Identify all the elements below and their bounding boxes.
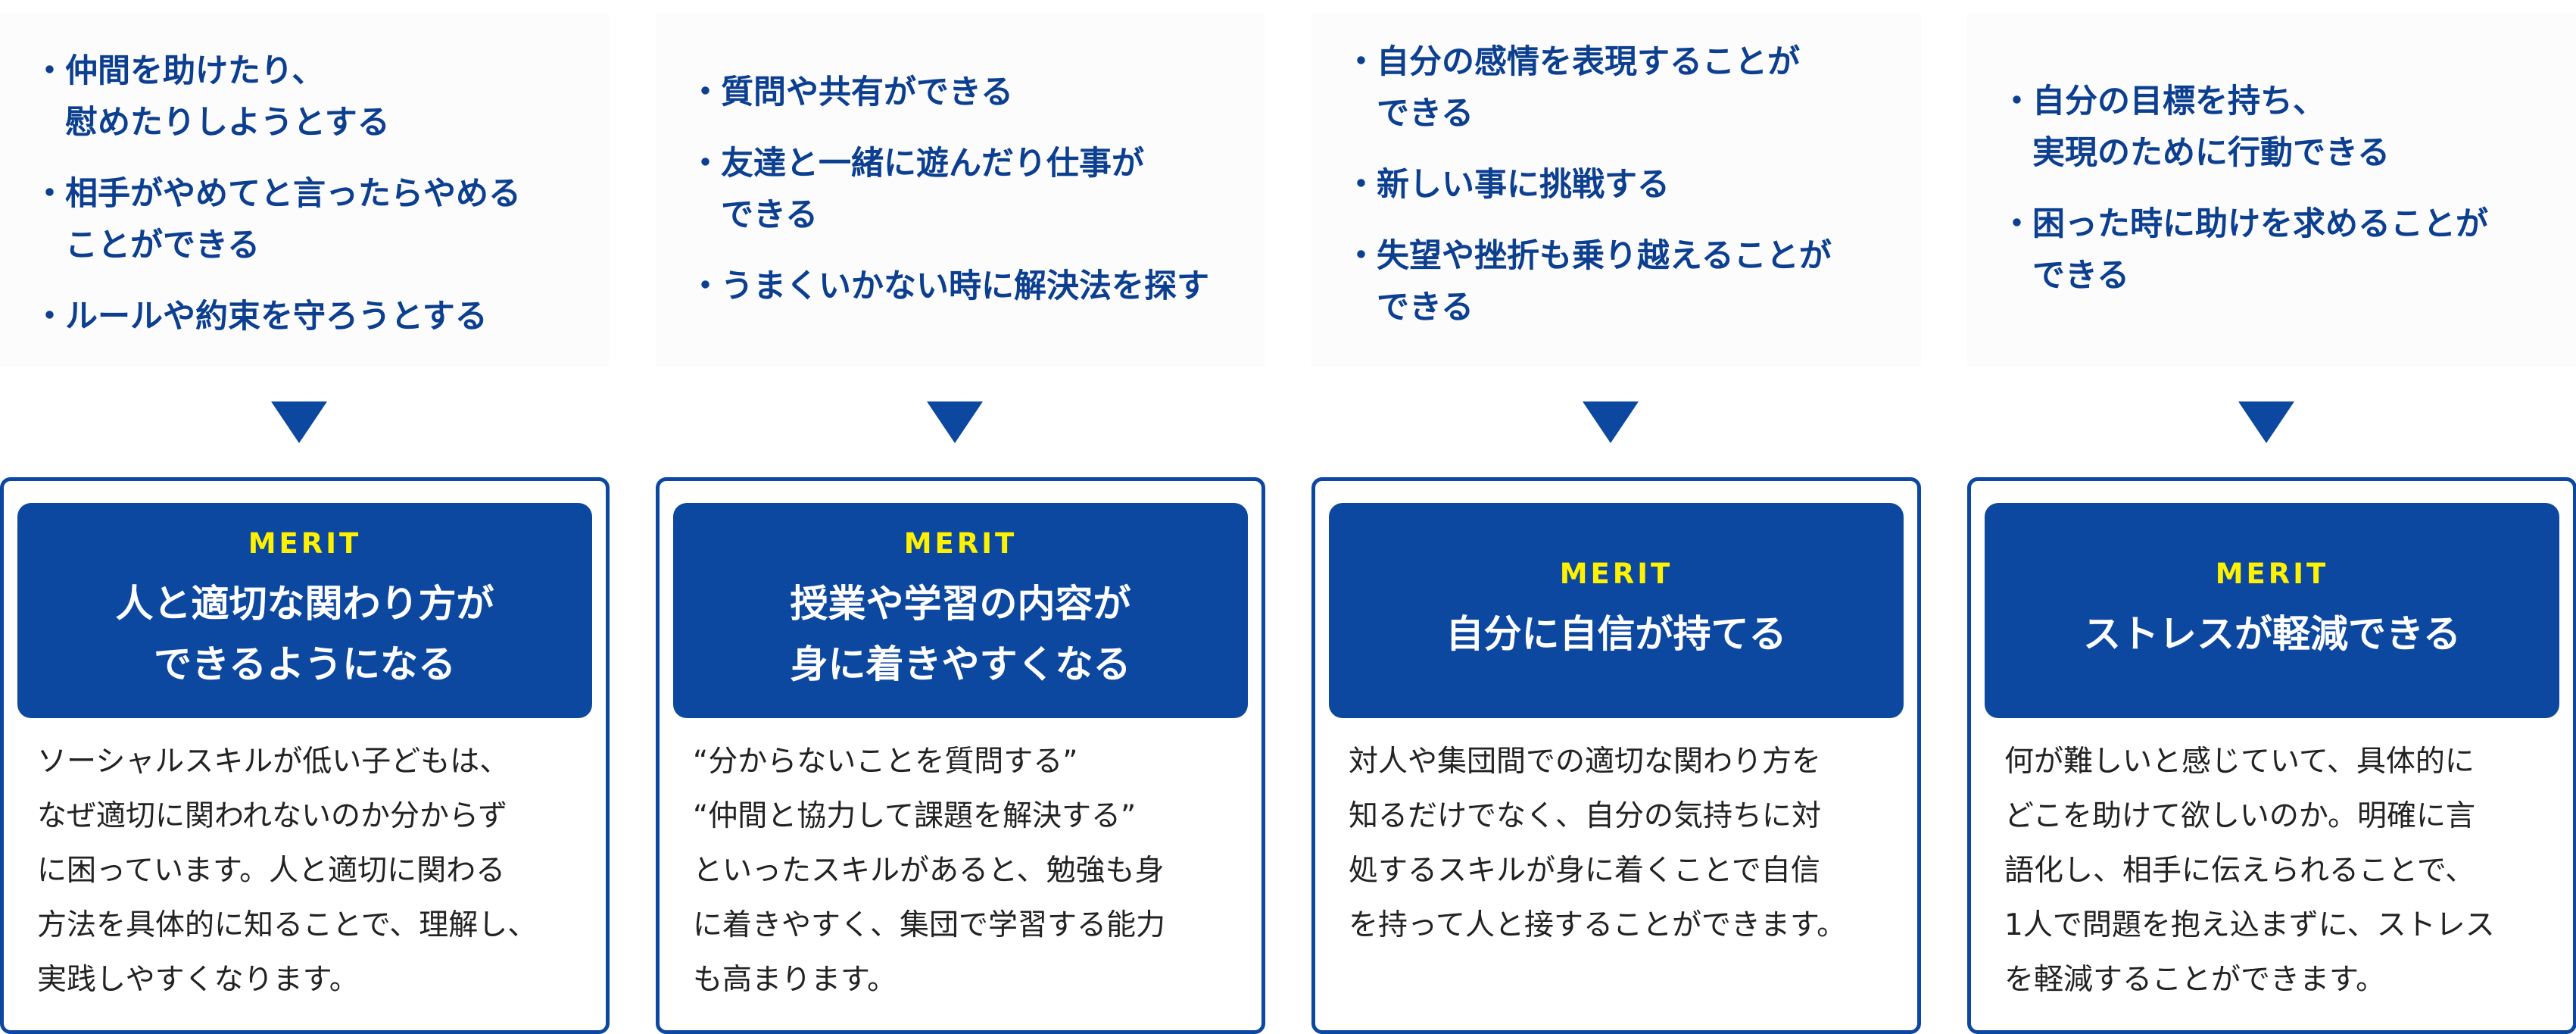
behavior-item: ルールや約束を守ろうとする [33,291,594,342]
behavior-list: 仲間を助けたり、 慰めたりしようとする 相手がやめてと言ったらやめる ことができ… [0,14,610,367]
down-arrow-icon [2238,401,2294,443]
behavior-item: 新しい事に挑戦する [1345,159,1906,211]
merit-label: MERIT [2215,557,2329,590]
merit-column-1: 仲間を助けたり、 慰めたりしようとする 相手がやめてと言ったらやめる ことができ… [0,0,610,1034]
merit-card-header: MERIT 自分に自信が持てる [1329,503,1904,718]
behavior-list: 自分の感情を表現することが できる 新しい事に挑戦する 失望や挫折も乗り越えるこ… [1311,14,1921,367]
behavior-item: 質問や共有ができる [689,67,1250,118]
merit-card: MERIT 自分に自信が持てる 対人や集団間での適切な関わり方を 知るだけでなく… [1311,477,1921,1034]
merit-card-header: MERIT ストレスが軽減できる [1985,503,2559,718]
down-arrow-icon [927,401,983,443]
behavior-list: 質問や共有ができる 友達と一緒に遊んだり仕事が できる うまくいかない時に解決法… [656,14,1265,367]
behavior-list: 自分の目標を持ち、 実現のために行動できる 困った時に助けを求めることが できる [1967,14,2576,367]
behavior-item: 自分の感情を表現することが できる [1345,36,1906,139]
behavior-item: うまくいかない時に解決法を探す [689,261,1250,312]
merit-label: MERIT [248,526,362,560]
merit-title: 自分に自信が持てる [1445,611,1787,656]
behavior-item: 友達と一緒に遊んだり仕事が できる [689,138,1250,241]
merit-description: ソーシャルスキルが低い子どもは、 なぜ適切に関われないのか分からず に困っていま… [37,745,538,997]
merit-card-header: MERIT 人と適切な関わり方が できるようになる [17,503,592,718]
merit-description: 何が難しいと感じていて、具体的に どこを助けて欲しいのか。明確に言 語化し、相手… [2004,745,2495,997]
down-arrow-icon [1583,401,1639,443]
behavior-item: 失望や挫折も乗り越えることが できる [1345,230,1906,333]
merit-title: 授業や学習の内容が 身に着きやすくなる [790,581,1131,686]
merit-label: MERIT [1559,557,1673,590]
merit-card: MERIT 授業や学習の内容が 身に着きやすくなる “分からないことを質問する”… [656,477,1265,1034]
merit-card: MERIT 人と適切な関わり方が できるようになる ソーシャルスキルが低い子ども… [0,477,610,1034]
merit-label: MERIT [903,526,1018,560]
merit-title: 人と適切な関わり方が できるようになる [115,581,494,686]
behavior-item: 相手がやめてと言ったらやめる ことができる [33,168,594,271]
merit-title: ストレスが軽減できる [2083,611,2461,656]
behavior-item: 困った時に助けを求めることが できる [2001,198,2562,301]
merit-column-4: 自分の目標を持ち、 実現のために行動できる 困った時に助けを求めることが できる… [1967,0,2576,1034]
behavior-item: 自分の目標を持ち、 実現のために行動できる [2001,76,2562,179]
merit-description: “分からないことを質問する” “仲間と協力して課題を解決する” といったスキルが… [693,745,1166,997]
behavior-item: 仲間を助けたり、 慰めたりしようとする [33,45,594,148]
merit-description: 対人や集団間での適切な関わり方を 知るだけでなく、自分の気持ちに対 処するスキル… [1349,745,1847,942]
merit-card: MERIT ストレスが軽減できる 何が難しいと感じていて、具体的に どこを助けて… [1967,477,2576,1034]
merit-column-3: 自分の感情を表現することが できる 新しい事に挑戦する 失望や挫折も乗り越えるこ… [1311,0,1921,1034]
merit-card-header: MERIT 授業や学習の内容が 身に着きやすくなる [673,503,1248,718]
down-arrow-icon [271,401,327,443]
merit-column-2: 質問や共有ができる 友達と一緒に遊んだり仕事が できる うまくいかない時に解決法… [656,0,1265,1034]
